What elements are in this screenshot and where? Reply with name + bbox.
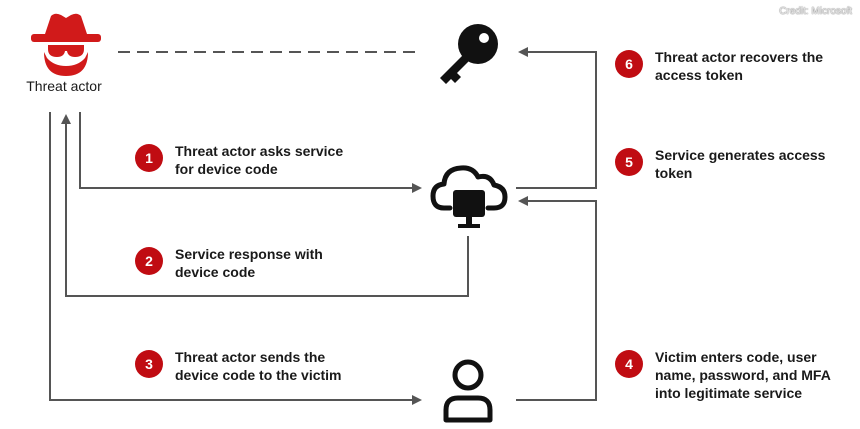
- step-6-text: Threat actor recovers the access token: [655, 49, 824, 83]
- step-6-badge: 6: [615, 50, 643, 78]
- user-icon: [443, 359, 493, 423]
- step-3-badge: 3: [135, 350, 163, 378]
- arrow-step-4: [516, 196, 597, 401]
- step-1: 1 Threat actor asks service for device c…: [135, 142, 343, 178]
- step-2: 2 Service response with device code: [135, 245, 323, 281]
- arrow-step-5-6: [516, 47, 597, 189]
- arrow-step-2: [61, 114, 469, 297]
- arrow-step-1: [79, 112, 422, 193]
- key-icon: [440, 24, 498, 84]
- step-4-text: Victim enters code, user name, password,…: [655, 349, 831, 401]
- credit-label: Credit: Microsoft: [779, 6, 852, 17]
- step-5-badge: 5: [615, 148, 643, 176]
- step-4: 4 Victim enters code, user name, passwor…: [615, 348, 831, 402]
- step-6: 6 Threat actor recovers the access token: [615, 48, 823, 84]
- step-4-badge: 4: [615, 350, 643, 378]
- step-5-text: Service generates access token: [655, 147, 826, 181]
- step-2-badge: 2: [135, 247, 163, 275]
- threat-actor-label: Threat actor: [26, 78, 102, 94]
- step-3-text: Threat actor sends the device code to th…: [175, 349, 342, 383]
- step-3: 3 Threat actor sends the device code to …: [135, 348, 342, 384]
- arrow-step-3: [49, 112, 422, 405]
- step-2-text: Service response with device code: [175, 246, 323, 280]
- cloud-service-icon: [430, 165, 508, 228]
- hacker-icon: [31, 13, 101, 76]
- step-5: 5 Service generates access token: [615, 146, 825, 182]
- step-1-badge: 1: [135, 144, 163, 172]
- step-1-text: Threat actor asks service for device cod…: [175, 143, 344, 177]
